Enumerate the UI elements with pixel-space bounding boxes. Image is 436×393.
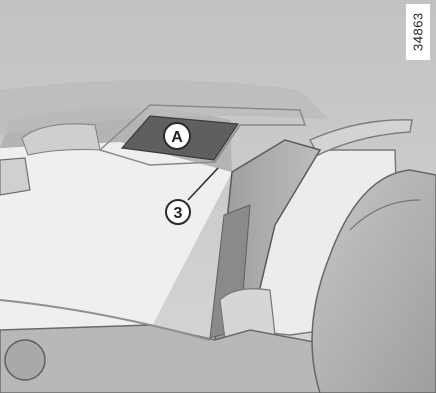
air-vent [5, 340, 45, 380]
callout-3-label: 3 [174, 205, 183, 222]
callout-a-label: A [171, 129, 183, 146]
rearview-mirror [0, 158, 30, 195]
figure-reference-code: 34863 [406, 4, 430, 60]
dashboard [0, 325, 330, 393]
